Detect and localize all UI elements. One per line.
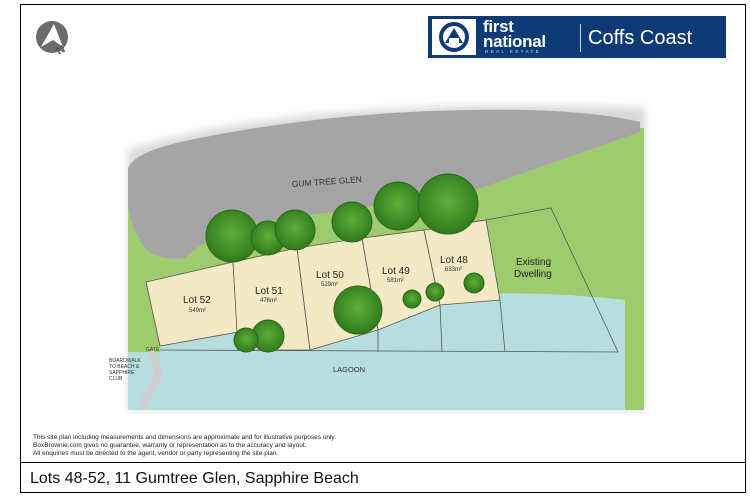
tree-icon (205, 209, 259, 263)
dwelling-rear-line (499, 299, 506, 353)
lot-51-area: 476m² (260, 298, 277, 304)
lot-50-name: Lot 50 (316, 270, 344, 281)
lot-52-name: Lot 52 (183, 295, 211, 306)
tree-icon (274, 209, 316, 251)
tree-icon (373, 181, 423, 231)
caption-divider (20, 462, 746, 463)
tree-icon (425, 282, 445, 302)
plan-frame (20, 4, 746, 493)
brand-logo: first national REAL ESTATE Coffs Coast (428, 16, 726, 58)
lagoon-label: LAGOON (333, 365, 365, 374)
lot49-rear-line (439, 304, 443, 353)
boardwalk-label-3: SAPPHIRE (109, 370, 135, 376)
tree-icon (463, 272, 485, 294)
tree-icon (333, 285, 383, 335)
lot-49-area: 581m² (387, 278, 404, 284)
existing-dwelling-label-1: Existing (516, 257, 551, 268)
brand-office: Coffs Coast (588, 27, 693, 49)
brand-mark-icon (432, 19, 476, 55)
brand-name-first: first (483, 17, 514, 36)
tree-icon (233, 327, 259, 353)
brand-tagline: REAL ESTATE (485, 49, 542, 54)
plan-caption: Lots 48-52, 11 Gumtree Glen, Sapphire Be… (30, 470, 359, 487)
tree-icon (331, 201, 373, 243)
lagoon-lower (128, 352, 625, 410)
existing-dwelling-label-2: Dwelling (514, 269, 552, 280)
lot-50-area: 529m² (321, 282, 338, 288)
boardwalk-label-2: TO BEACH & (109, 364, 140, 370)
lot-49-name: Lot 49 (382, 266, 410, 277)
brand-name-national: national (483, 32, 546, 51)
boardwalk-label-4: CLUB (109, 376, 123, 382)
disclaimer-line: BoxBrownie.com gives no guarantee, warra… (33, 442, 307, 449)
lagoon-frontage-line (159, 349, 619, 353)
road-gum-tree-glen (128, 109, 640, 259)
lot-51-name: Lot 51 (255, 286, 283, 297)
boardwalk-label-1: BOARDWALK (109, 358, 141, 364)
north-arrow-icon: N (36, 21, 68, 58)
disclaimer: This site plan including measurements an… (33, 434, 413, 458)
existing-dwelling-boundary (485, 207, 619, 353)
gate-label: GATE (146, 347, 160, 353)
logo-divider (580, 24, 581, 52)
lot-52-area: 549m² (189, 308, 206, 314)
lot-48-area: 633m² (445, 267, 462, 273)
road-label: GUM TREE GLEN (291, 174, 362, 189)
lot-48-name: Lot 48 (440, 255, 468, 266)
tree-icon (417, 173, 479, 235)
disclaimer-line: This site plan including measurements an… (33, 434, 337, 441)
trees (205, 173, 485, 353)
disclaimer-line: All enquiries must be directed to the ag… (33, 450, 279, 457)
boardwalk-path (140, 349, 162, 410)
tree-icon (402, 289, 422, 309)
